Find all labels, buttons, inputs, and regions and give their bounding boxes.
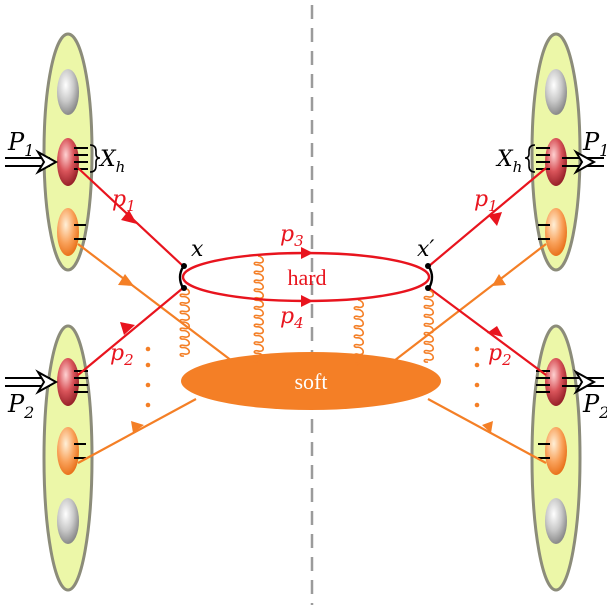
- label-p1-right: p1: [474, 187, 498, 215]
- label-x: x: [191, 237, 204, 262]
- hadron-top-left: [42, 32, 94, 272]
- label-p2-right: p2: [488, 341, 512, 369]
- vertex-dots: [181, 263, 431, 291]
- soft-lines: [77, 243, 547, 464]
- brace-left: [89, 144, 101, 173]
- label-P2-right: P2: [582, 390, 607, 422]
- gluon-1: [179, 287, 191, 357]
- label-soft: soft: [295, 369, 328, 394]
- parton-arrows: [120, 210, 503, 337]
- label-Xh-left: Xh: [98, 147, 125, 176]
- gluon-2: [253, 255, 265, 363]
- label-p3: p3: [280, 222, 304, 250]
- hadron-top-right: [530, 32, 582, 272]
- hadron-arrows: [5, 149, 604, 395]
- soft-blob: [181, 352, 441, 410]
- gluon-3: [353, 299, 365, 367]
- label-p2-left: p2: [110, 341, 134, 369]
- hard-loop-bottom-arrow: [301, 295, 313, 307]
- gluon-lines: [179, 255, 435, 367]
- soft-arrows: [118, 274, 506, 433]
- label-p1-left: p1: [112, 187, 136, 215]
- brace-right: [524, 144, 536, 173]
- gluon-4: [423, 289, 435, 363]
- label-P1-left: P1: [7, 128, 34, 160]
- hadron-bottom-right: [530, 324, 582, 592]
- label-Xh-right: Xh: [495, 147, 522, 176]
- spectator-lines: [74, 147, 550, 459]
- label-p4: p4: [280, 304, 304, 332]
- label-x-prime: x′: [417, 237, 434, 262]
- label-hard: hard: [287, 265, 326, 290]
- label-P1-right: P1: [582, 128, 607, 160]
- hard-loop-top-arrow: [301, 247, 313, 259]
- label-P2-left: P2: [7, 390, 34, 422]
- ellipsis-dots: [145, 346, 480, 408]
